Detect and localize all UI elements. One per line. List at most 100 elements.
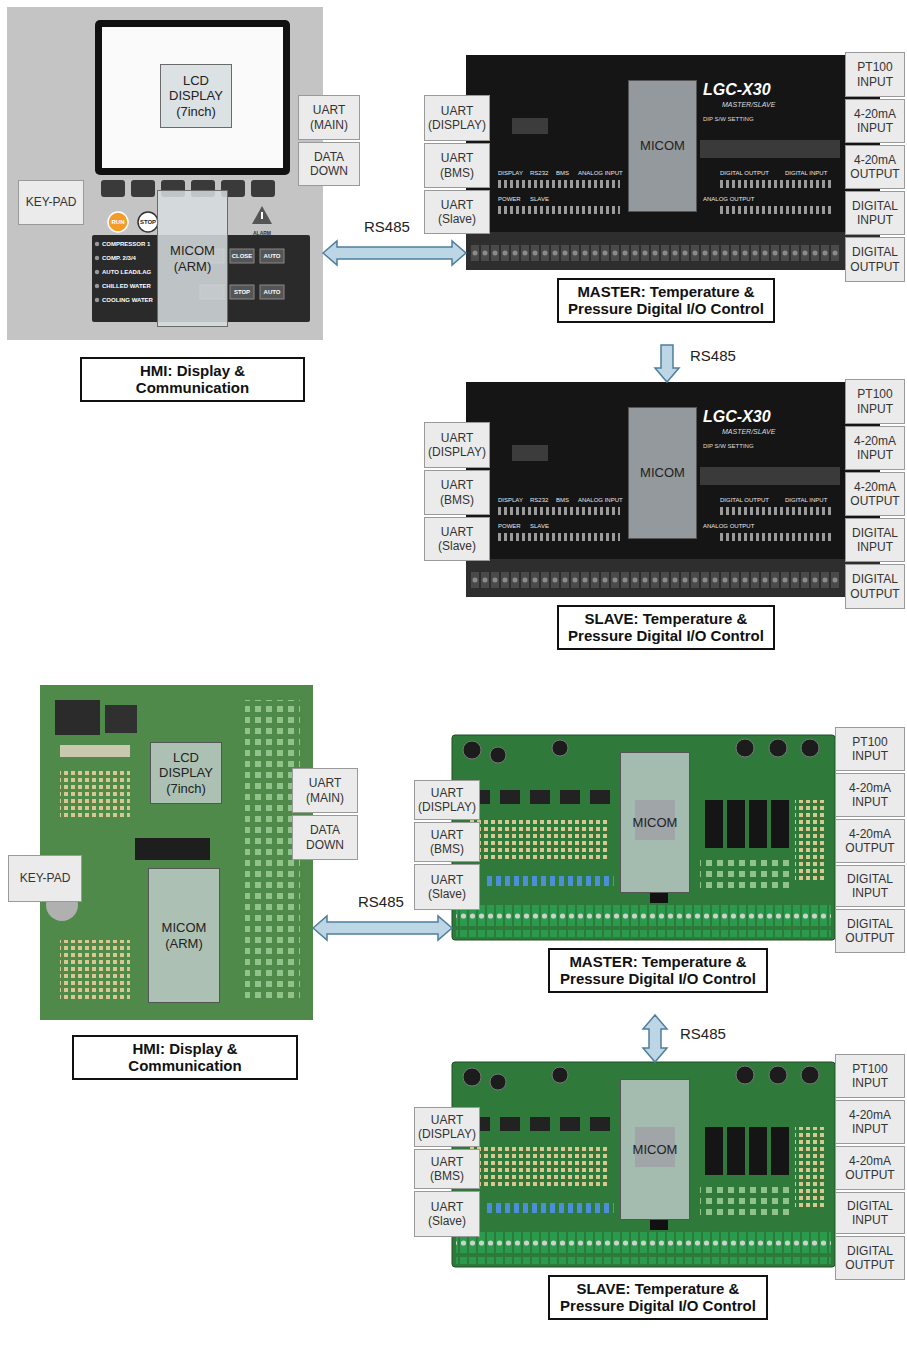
board-panel: MASTER: Temperature & Pressure Digital I…: [466, 55, 880, 345]
printed-label: DIP S/W SETTING: [703, 116, 754, 122]
node-text: DIGITAL INPUT: [848, 526, 902, 555]
node-text: 4-20mA OUTPUT: [848, 153, 902, 182]
node-text: DIGITAL INPUT: [838, 872, 902, 901]
board-panel: SLAVE: Temperature & Pressure Digital I/…: [452, 1062, 835, 1342]
node-text: MICOM: [631, 138, 694, 154]
node-text: UART (DISPLAY): [427, 104, 487, 133]
printed-label: MASTER/SLAVE: [722, 101, 775, 108]
printed-label: CHILLED WATER: [102, 283, 151, 289]
printed-label: LGC-X30: [703, 409, 771, 425]
port-label-box: KEY-PAD: [18, 180, 84, 225]
port-label-box: 4-20mA OUTPUT: [835, 819, 905, 863]
node-text: 4-20mA INPUT: [838, 1108, 902, 1137]
node-text: PT100 INPUT: [848, 387, 902, 416]
board-panel: HMI: Display & Communication LCD DISPLAY …: [40, 685, 313, 1085]
node-text: UART (BMS): [427, 151, 487, 180]
node-text: LCD DISPLAY (7inch): [153, 750, 219, 797]
port-label-box: DIGITAL OUTPUT: [845, 564, 905, 609]
node-text: UART (DISPLAY): [417, 1113, 477, 1142]
edge-label: RS485: [356, 893, 406, 910]
printed-label: COOLING WATER: [102, 297, 153, 303]
node-text: UART (Slave): [417, 873, 477, 902]
micom-overlay-box: MICOM: [628, 80, 697, 212]
node-text: UART (BMS): [427, 478, 487, 507]
node-text: MICOM (ARM): [160, 243, 225, 274]
port-label-box: UART (MAIN): [298, 95, 360, 140]
caption-box: SLAVE: Temperature & Pressure Digital I/…: [557, 605, 775, 650]
printed-label: RS232: [530, 170, 548, 176]
port-label-box: DATA DOWN: [298, 142, 360, 186]
port-label-box: 4-20mA OUTPUT: [835, 1146, 905, 1190]
printed-label: DIGITAL OUTPUT: [720, 170, 769, 176]
node-text: DIGITAL OUTPUT: [848, 245, 902, 274]
caption-box: HMI: Display & Communication: [80, 357, 305, 402]
printed-label: DISPLAY: [498, 497, 523, 503]
printed-label: ANALOG INPUT: [578, 497, 623, 503]
printed-label: SLAVE: [530, 523, 549, 529]
edge-label: RS485: [362, 218, 412, 235]
port-label-box: PT100 INPUT: [845, 379, 905, 424]
port-label-box: DIGITAL OUTPUT: [845, 237, 905, 282]
node-text: UART (DISPLAY): [417, 786, 477, 815]
micom-overlay-box: MICOM (ARM): [157, 190, 228, 327]
printed-label: DIP S/W SETTING: [703, 443, 754, 449]
edge-label: RS485: [678, 1025, 728, 1042]
caption-box: HMI: Display & Communication: [72, 1035, 298, 1080]
port-label-box: KEY-PAD: [8, 855, 82, 902]
port-label-box: 4-20mA OUTPUT: [845, 145, 905, 189]
port-label-box: 4-20mA INPUT: [845, 99, 905, 143]
port-label-box: DATA DOWN: [292, 815, 358, 860]
printed-label: STOP: [234, 289, 250, 295]
port-label-box: UART (Slave): [414, 1191, 480, 1237]
port-label-box: 4-20mA INPUT: [845, 426, 905, 470]
printed-label: RUN: [112, 219, 125, 225]
port-label-box: PT100 INPUT: [835, 1054, 905, 1098]
rs485-arrow: [313, 916, 452, 940]
printed-label: AUTO: [264, 289, 281, 295]
printed-label: COMP. 2/3/4: [102, 255, 136, 261]
node-text: UART (MAIN): [295, 776, 355, 805]
micom-overlay-box: MICOM: [628, 407, 697, 539]
port-label-box: UART (BMS): [414, 1149, 480, 1189]
printed-label: DIGITAL INPUT: [785, 497, 827, 503]
printed-label: RS232: [530, 497, 548, 503]
port-label-box: DIGITAL INPUT: [845, 191, 905, 235]
node-text: 4-20mA INPUT: [848, 434, 902, 463]
micom-overlay-box: MICOM: [620, 752, 690, 893]
printed-label: LGC-X30: [703, 82, 771, 98]
port-label-box: UART (Slave): [414, 864, 480, 910]
printed-label: STOP: [140, 219, 156, 225]
node-text: 4-20mA INPUT: [848, 107, 902, 136]
node-text: MICOM: [631, 465, 694, 481]
port-label-box: UART (Slave): [424, 517, 490, 561]
node-text: MICOM (ARM): [151, 920, 217, 951]
caption-box: SLAVE: Temperature & Pressure Digital I/…: [548, 1275, 768, 1320]
port-label-box: PT100 INPUT: [835, 727, 905, 771]
port-label-box: UART (DISPLAY): [424, 95, 490, 141]
node-text: UART (DISPLAY): [427, 431, 487, 460]
edge-label: RS485: [688, 347, 738, 364]
printed-label: ALARM: [253, 231, 271, 236]
port-label-box: UART (DISPLAY): [414, 1107, 480, 1147]
node-text: UART (MAIN): [301, 103, 357, 132]
caption-box: MASTER: Temperature & Pressure Digital I…: [548, 948, 768, 993]
node-text: UART (BMS): [417, 828, 477, 857]
port-label-box: DIGITAL OUTPUT: [835, 1236, 905, 1280]
port-label-box: UART (MAIN): [292, 768, 358, 813]
node-text: DIGITAL INPUT: [848, 199, 902, 228]
printed-label: POWER: [498, 523, 521, 529]
printed-label: DIGITAL OUTPUT: [720, 497, 769, 503]
printed-label: AUTO: [264, 253, 281, 259]
printed-label: CLOSE: [232, 253, 253, 259]
rs485-arrow: [655, 345, 679, 382]
node-text: KEY-PAD: [11, 871, 79, 885]
node-text: UART (Slave): [427, 198, 487, 227]
printed-label: BMS: [556, 497, 569, 503]
node-text: LCD DISPLAY (7inch): [163, 73, 229, 120]
printed-label: MASTER/SLAVE: [722, 428, 775, 435]
printed-label: ANALOG OUTPUT: [703, 523, 754, 529]
node-text: PT100 INPUT: [838, 1062, 902, 1091]
node-text: DIGITAL OUTPUT: [838, 1244, 902, 1273]
node-text: UART (Slave): [427, 525, 487, 554]
node-text: MICOM: [623, 1142, 687, 1158]
